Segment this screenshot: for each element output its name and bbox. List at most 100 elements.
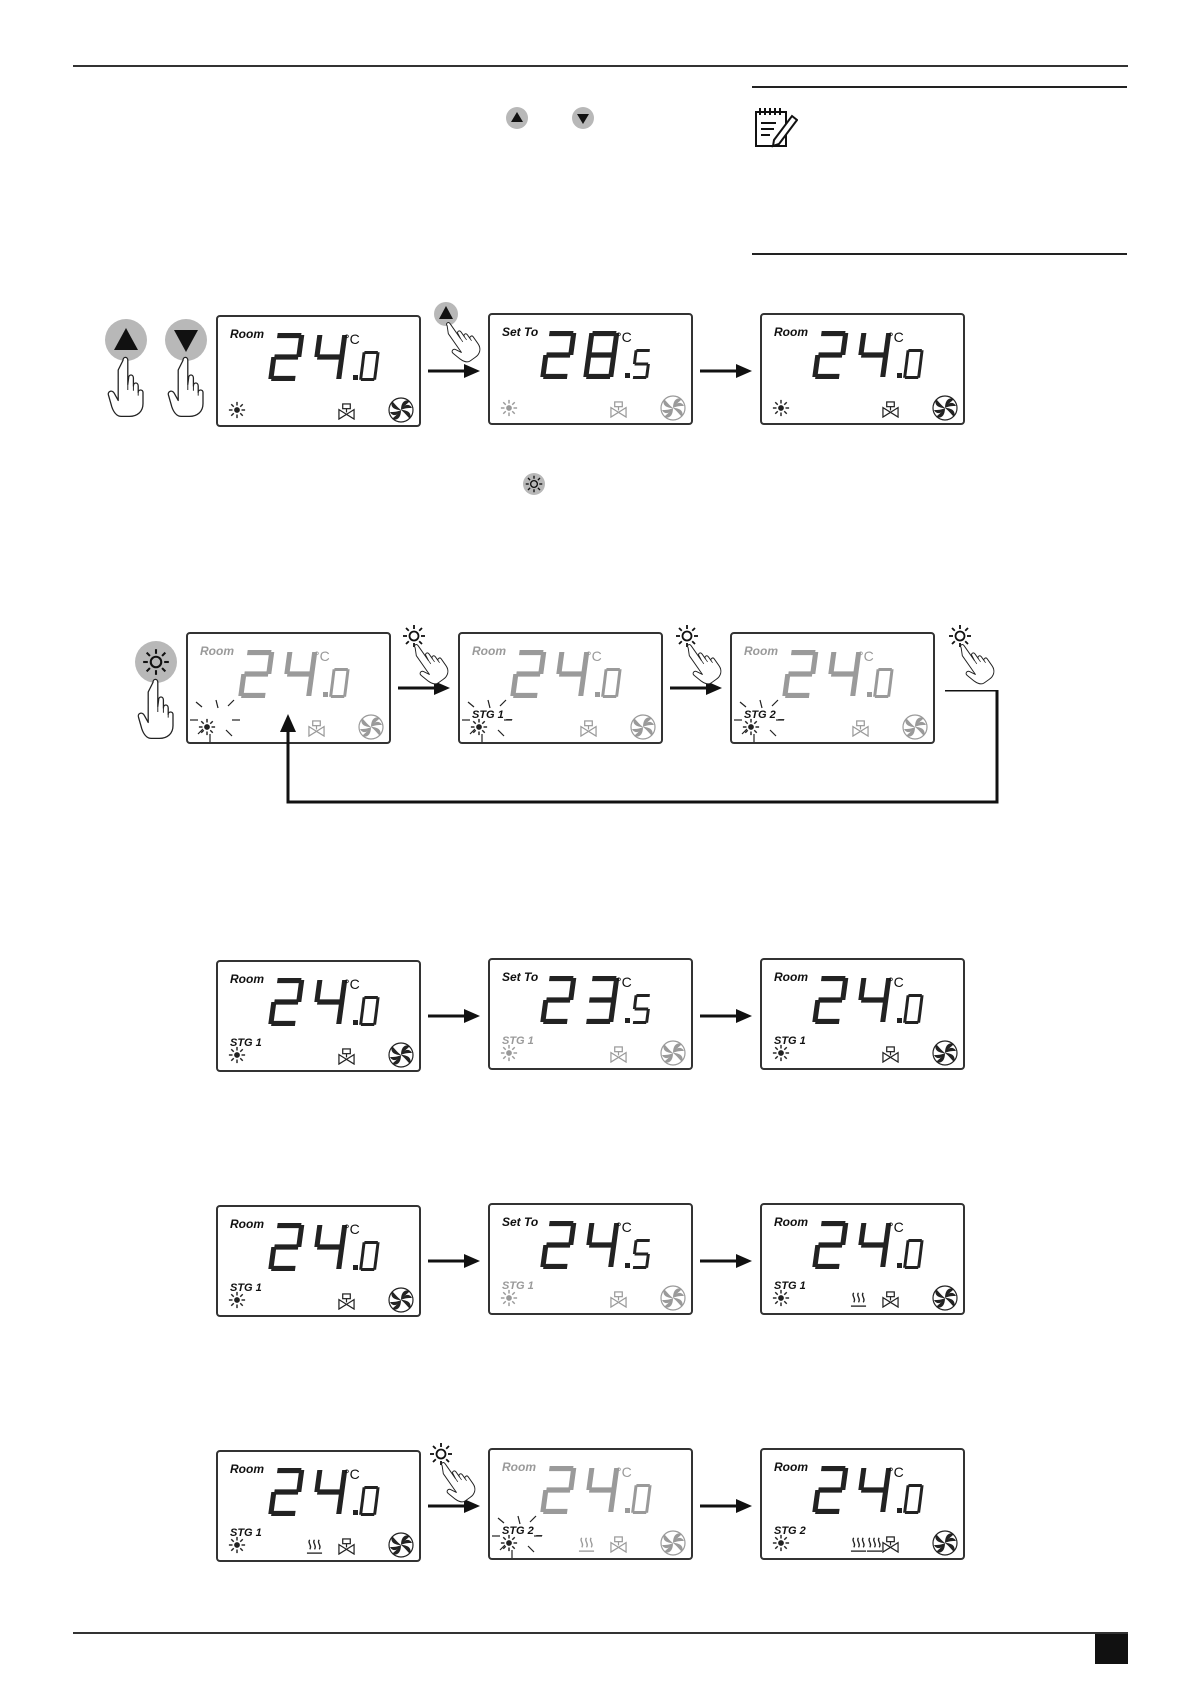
hand-press-mode-2	[402, 624, 453, 689]
display-label: Room	[230, 1217, 264, 1231]
notepad-pencil-icon	[755, 108, 798, 148]
display-label: Room	[774, 1215, 808, 1229]
fan-icon	[388, 1287, 414, 1313]
valve-icon	[882, 1536, 899, 1553]
flow-arrow	[700, 364, 752, 378]
display-label: Room	[774, 1460, 808, 1474]
footer-rule	[73, 1632, 1128, 1634]
flow-arrow	[398, 681, 450, 695]
unit-celsius: °C	[344, 1466, 360, 1482]
unit-celsius: °C	[888, 329, 904, 345]
hand-press-up	[105, 319, 147, 418]
fan-icon	[388, 1042, 414, 1068]
fan-icon	[388, 1532, 414, 1558]
valve-icon	[338, 1293, 355, 1310]
unit-celsius: °C	[314, 648, 330, 664]
temperature-digits	[268, 978, 386, 1026]
display-label: Room	[774, 325, 808, 339]
unit-celsius: °C	[344, 331, 360, 347]
temperature-digits	[540, 1221, 658, 1269]
display-label: Room	[744, 644, 778, 658]
cycle-return-line	[280, 690, 999, 804]
down-arrow-button-icon	[572, 107, 594, 129]
valve-icon	[338, 1048, 355, 1065]
flow-arrow	[428, 1254, 480, 1268]
stage-indicator: STG 2	[774, 1525, 806, 1537]
fan-icon	[932, 1040, 958, 1066]
stage-indicator: STG 1	[502, 1035, 534, 1047]
flow-arrow	[670, 681, 722, 695]
display-label: Room	[472, 644, 506, 658]
temperature-digits	[268, 1468, 386, 1516]
unit-celsius: °C	[858, 648, 874, 664]
sun-icon	[500, 1289, 518, 1307]
temperature-digits	[812, 1221, 930, 1269]
display-label: Set To	[502, 325, 539, 339]
valve-icon	[610, 1291, 627, 1308]
sun-icon	[772, 1534, 790, 1552]
unit-celsius: °C	[344, 1221, 360, 1237]
display-label: Room	[230, 1462, 264, 1476]
valve-icon	[882, 1046, 899, 1063]
unit-celsius: °C	[616, 329, 632, 345]
fan-icon	[660, 395, 686, 421]
stage-indicator: STG 1 _	[472, 709, 513, 721]
flow-arrow	[428, 1499, 480, 1513]
flow-arrow	[700, 1009, 752, 1023]
valve-icon	[338, 1538, 355, 1555]
heater-icon	[866, 1537, 883, 1552]
fan-icon	[932, 395, 958, 421]
unit-celsius: °C	[888, 974, 904, 990]
display-label: Room	[230, 972, 264, 986]
stage-indicator: STG 1	[230, 1527, 262, 1539]
sun-icon	[228, 401, 246, 419]
hand-press-mode	[135, 641, 177, 740]
temperature-digits	[510, 650, 628, 698]
thermostat-display: Room °C STG 2 _	[730, 632, 935, 744]
thermostat-display: Room °C	[760, 313, 965, 425]
valve-icon	[338, 403, 355, 420]
display-label: Set To	[502, 1215, 539, 1229]
sun-icon	[228, 1046, 246, 1064]
flow-arrow	[428, 364, 480, 378]
display-label: Room	[502, 1460, 536, 1474]
display-label: Room	[774, 970, 808, 984]
temperature-digits	[238, 650, 356, 698]
valve-icon	[882, 401, 899, 418]
thermostat-display: Room°C	[216, 315, 421, 427]
page-number-tab	[1095, 1634, 1128, 1664]
temperature-digits	[812, 331, 930, 379]
fan-icon	[932, 1530, 958, 1556]
hand-press-up-small	[434, 302, 485, 367]
display-label: Room	[200, 644, 234, 658]
sun-icon	[500, 399, 518, 417]
fan-icon	[388, 397, 414, 423]
flow-arrow	[428, 1009, 480, 1023]
stage-indicator: STG 1	[774, 1035, 806, 1047]
heater-icon	[850, 1292, 867, 1307]
fan-icon	[932, 1285, 958, 1311]
up-arrow-button-icon	[506, 107, 528, 129]
hand-press-down	[165, 319, 207, 418]
header-rule	[73, 65, 1128, 67]
stage-indicator: STG 2 _	[744, 709, 785, 721]
fan-icon	[660, 1040, 686, 1066]
heater-icon	[306, 1539, 323, 1554]
thermostat-display: Room °C STG 1	[760, 958, 965, 1070]
temperature-digits	[268, 333, 386, 381]
sun-icon	[772, 1044, 790, 1062]
blink-rays	[491, 1515, 543, 1559]
valve-icon	[882, 1291, 899, 1308]
valve-icon	[610, 1046, 627, 1063]
unit-celsius: °C	[616, 974, 632, 990]
heater-icon	[850, 1537, 867, 1552]
sun-icon	[228, 1536, 246, 1554]
sun-icon	[228, 1291, 246, 1309]
unit-celsius: °C	[616, 1219, 632, 1235]
